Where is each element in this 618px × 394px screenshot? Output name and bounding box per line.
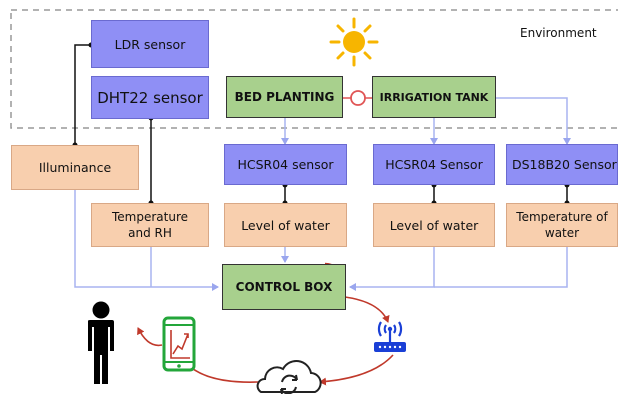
hcsr04-bed-sensor-label: HCSR04 sensor	[237, 157, 334, 172]
level-tank-box: Level of water	[373, 203, 495, 247]
ldr-sensor-box: LDR sensor	[91, 20, 209, 68]
level-bed-box: Level of water	[224, 203, 347, 247]
irrigation-tank-label: IRRIGATION TANK	[379, 90, 489, 104]
hcsr04-bed-sensor-box: HCSR04 sensor	[224, 144, 347, 185]
sensor-wires	[74, 44, 568, 203]
smartphone-chart-icon	[162, 316, 196, 372]
temp-rh-label: Temperature and RH	[111, 210, 188, 240]
bed-tank-link	[343, 90, 372, 106]
ldr-to-illuminance-wire	[74, 44, 91, 145]
level-tank-to-control-line	[349, 247, 435, 291]
environment-label: Environment	[520, 26, 597, 40]
ds18b20-sensor-label: DS18B20 Sensor	[512, 157, 617, 172]
illuminance-box: Illuminance	[11, 145, 139, 190]
dht22-sensor-box: DHT22 sensor	[91, 76, 209, 119]
tank-to-ds18b20-arrow	[496, 97, 571, 145]
hcsr04-tank-sensor-box: HCSR04 Sensor	[373, 144, 495, 185]
hcsr04-tank-sensor-label: HCSR04 Sensor	[385, 157, 483, 172]
router-icon	[374, 321, 406, 352]
person-icon	[88, 301, 114, 384]
level-tank-label: Level of water	[389, 217, 479, 233]
unit-to-sensor-arrows	[281, 97, 571, 145]
sun-icon	[329, 17, 379, 67]
cloud-sync-icon	[256, 359, 322, 394]
temp-rh-box: Temperature and RH	[91, 203, 209, 247]
phone-to-person-arrow	[137, 327, 163, 347]
environment-boundary	[10, 9, 618, 129]
temp-water-label: Temperature of water	[516, 210, 608, 240]
illuminance-label: Illuminance	[38, 160, 112, 175]
illuminance-to-control-line	[74, 190, 219, 291]
bed-planting-box: BED PLANTING	[226, 76, 343, 118]
reading-to-control-lines	[74, 190, 568, 291]
control-to-router-arrow	[344, 296, 390, 323]
temp-water-to-control-line	[434, 247, 568, 288]
ds18b20-sensor-box: DS18B20 Sensor	[506, 144, 618, 185]
control-box-label: CONTROL BOX	[235, 280, 333, 294]
control-box: CONTROL BOX	[222, 264, 346, 310]
router-to-cloud-arrow	[319, 354, 394, 386]
ldr-sensor-label: LDR sensor	[114, 36, 186, 52]
dht22-sensor-label: DHT22 sensor	[97, 88, 203, 107]
temp-water-box: Temperature of water	[506, 203, 618, 247]
bed-planting-label: BED PLANTING	[234, 90, 335, 104]
level-bed-label: Level of water	[241, 217, 330, 233]
irrigation-tank-box: IRRIGATION TANK	[372, 76, 496, 118]
